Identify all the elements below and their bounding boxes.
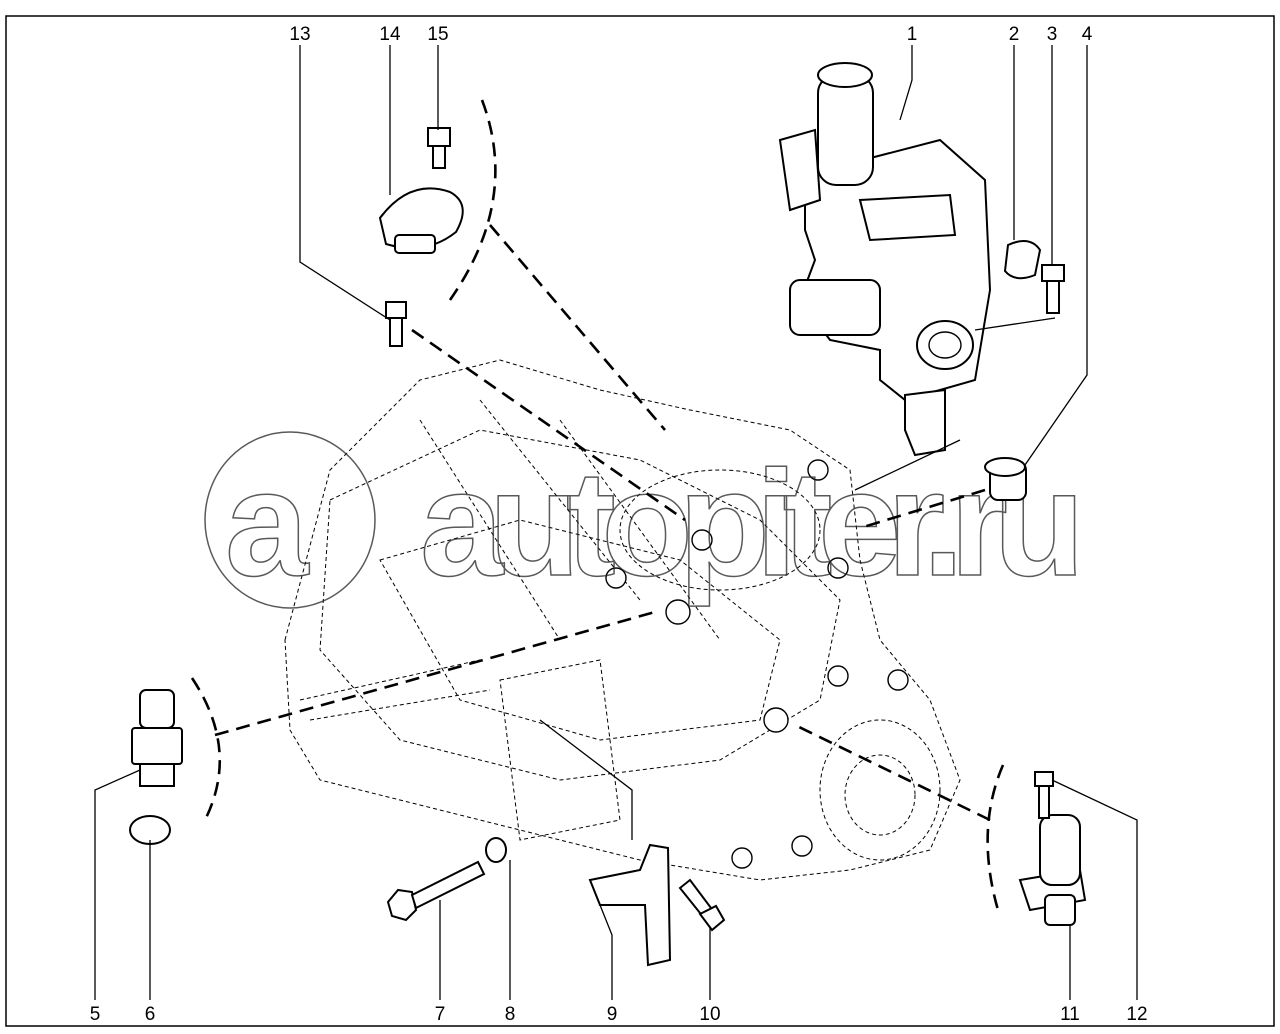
part-15-bolt — [427, 127, 451, 169]
part-1-gear-actuator — [778, 62, 992, 457]
callout-6: 6 — [145, 1004, 156, 1025]
callout-7: 7 — [435, 1004, 446, 1025]
callout-8: 8 — [505, 1004, 516, 1025]
part-4-plug — [984, 457, 1027, 501]
callout-14: 14 — [379, 24, 401, 45]
watermark-logo-letter: a — [225, 439, 310, 607]
watermark: a autopiter.ru — [204, 431, 1086, 609]
part-13-bolt — [385, 301, 407, 347]
part-2-cap — [1003, 240, 1042, 280]
part-11-speed-sensor — [1018, 814, 1087, 926]
callout-10: 10 — [699, 1004, 720, 1025]
watermark-text: autopiter.ru — [420, 439, 1085, 607]
part-14-cover — [378, 187, 464, 254]
callout-9: 9 — [607, 1004, 618, 1025]
part-9-bracket — [588, 843, 672, 967]
part-12-bolt — [1034, 771, 1054, 819]
part-8-washer — [485, 837, 507, 863]
callout-12: 12 — [1126, 1004, 1147, 1025]
part-3-bolt — [1041, 264, 1065, 314]
leader-lines — [94, 45, 1138, 1000]
callout-15: 15 — [427, 24, 448, 45]
watermark-logo-circle — [204, 431, 376, 609]
callout-1: 1 — [907, 24, 918, 45]
part-10-bolt — [678, 878, 726, 932]
part-5-pressure-switch — [131, 689, 183, 787]
callout-5: 5 — [90, 1004, 101, 1025]
callout-4: 4 — [1082, 24, 1093, 45]
part-7-bolt — [386, 860, 486, 922]
callout-3: 3 — [1047, 24, 1058, 45]
diagram-frame — [5, 15, 1275, 1027]
callout-2: 2 — [1009, 24, 1020, 45]
callout-13: 13 — [289, 24, 310, 45]
callout-11: 11 — [1060, 1004, 1080, 1025]
assembly-guides — [190, 99, 1005, 911]
callout-numbers: 13 14 15 1 2 3 4 5 6 7 8 9 10 11 12 — [90, 24, 1148, 1025]
part-6-washer — [129, 815, 171, 845]
